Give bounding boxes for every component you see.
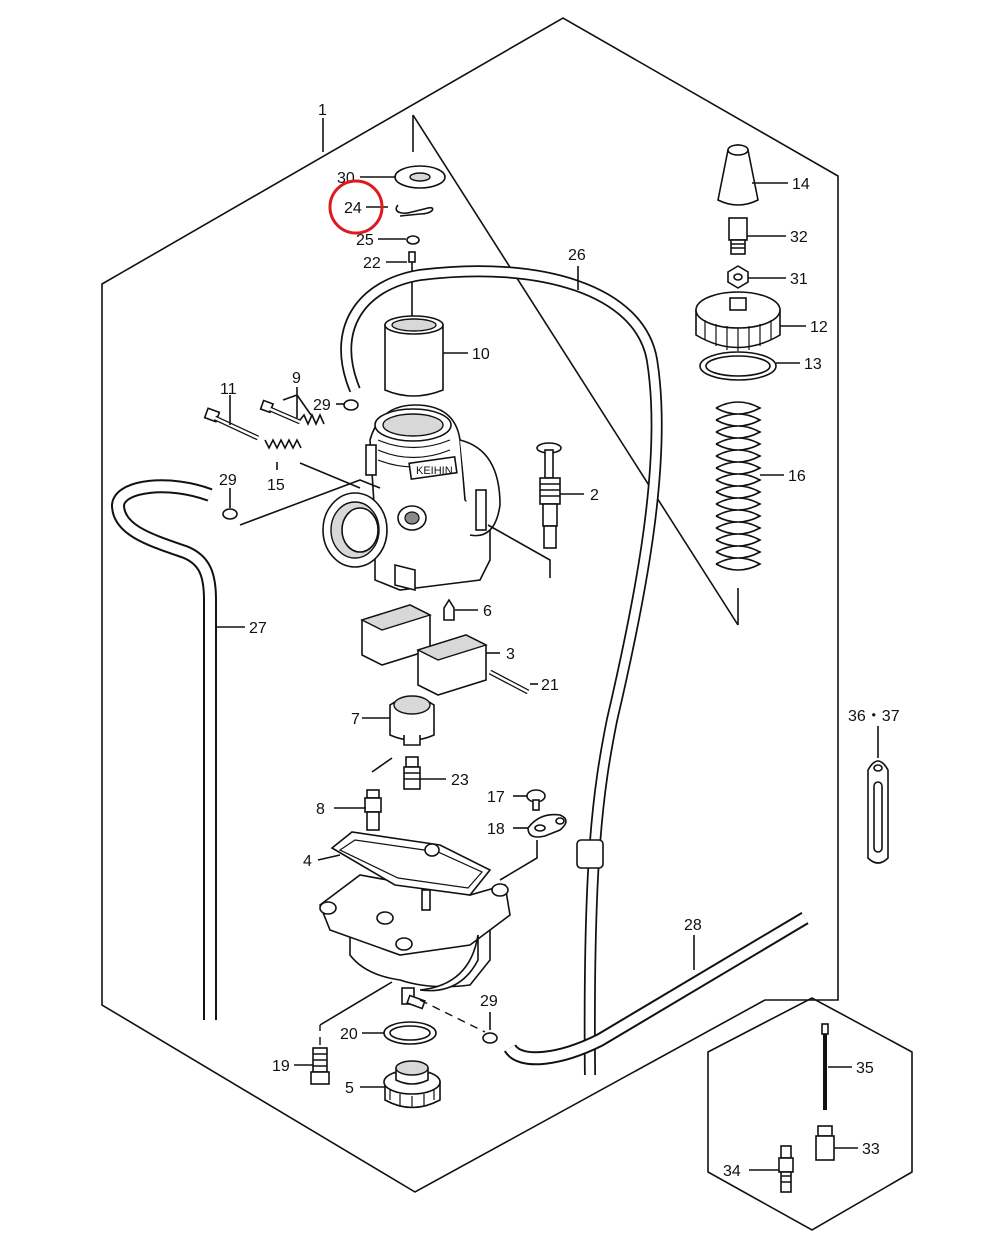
label-13: 13 bbox=[804, 356, 822, 373]
label-33: 33 bbox=[862, 1141, 880, 1158]
label-25: 25 bbox=[356, 232, 374, 249]
label-34: 34 bbox=[723, 1163, 741, 1180]
label-16: 16 bbox=[788, 468, 806, 485]
leader-7-conn bbox=[371, 757, 393, 773]
part-10-throttle-slide bbox=[384, 315, 444, 397]
part-14-cap bbox=[717, 144, 759, 206]
label-11: 11 bbox=[220, 381, 237, 398]
label-7: 7 bbox=[351, 711, 360, 728]
part-18-plate bbox=[527, 813, 567, 838]
part-33-jet bbox=[815, 1125, 835, 1161]
leader-4 bbox=[317, 854, 341, 861]
label-3: 3 bbox=[506, 646, 515, 663]
label-17: 17 bbox=[487, 789, 505, 806]
part-17-screw bbox=[526, 789, 546, 811]
label-6: 6 bbox=[483, 603, 492, 620]
part-21-pin-inner bbox=[489, 670, 529, 694]
carb-brand-text: KEIHIN bbox=[416, 465, 453, 477]
part-30-washer bbox=[394, 165, 446, 189]
part-34-jet bbox=[778, 1145, 794, 1193]
label-10: 10 bbox=[472, 346, 490, 363]
part-29b-clip bbox=[343, 399, 359, 411]
part-6-valve bbox=[443, 598, 455, 621]
part-13-oring bbox=[699, 351, 777, 381]
part-29a-clip bbox=[222, 508, 238, 520]
highlight-circle bbox=[328, 179, 384, 235]
label-27: 27 bbox=[249, 620, 267, 637]
hose-sleeve bbox=[576, 839, 604, 869]
leader-diagonal bbox=[412, 114, 739, 626]
label-29b: 29 bbox=[313, 397, 331, 414]
part-2-adjuster bbox=[536, 442, 562, 549]
label-4: 4 bbox=[303, 853, 312, 870]
part-5-plug bbox=[383, 1060, 441, 1109]
part-8-jet bbox=[364, 789, 382, 831]
label-8: 8 bbox=[316, 801, 325, 818]
label-9: 9 bbox=[292, 370, 301, 387]
label-28: 28 bbox=[684, 917, 702, 934]
part-20-oring bbox=[383, 1021, 437, 1045]
part-35-needle bbox=[821, 1023, 829, 1110]
part-27-hose bbox=[110, 479, 217, 1020]
leader-18-conn bbox=[499, 840, 538, 881]
label-36-37: 36・37 bbox=[848, 708, 900, 725]
drain-pipe bbox=[406, 994, 426, 1010]
part-9-screw bbox=[259, 399, 325, 426]
part-27-hose-inner bbox=[112, 481, 215, 1020]
label-12: 12 bbox=[810, 319, 828, 336]
part-19-screw bbox=[310, 1047, 330, 1085]
part-12-top-cap bbox=[695, 291, 781, 351]
label-32: 32 bbox=[790, 229, 808, 246]
leader-9b bbox=[282, 394, 298, 401]
label-29c: 29 bbox=[480, 993, 498, 1010]
part-25-eclip bbox=[406, 235, 420, 245]
part-11-screw bbox=[203, 407, 260, 441]
leader-29a-conn bbox=[239, 479, 381, 526]
label-2: 2 bbox=[590, 487, 599, 504]
label-23: 23 bbox=[451, 772, 469, 789]
part-28-hose-inner bbox=[505, 913, 808, 1064]
label-21: 21 bbox=[541, 677, 559, 694]
label-19: 19 bbox=[272, 1058, 290, 1075]
label-22: 22 bbox=[363, 255, 381, 272]
part-31-nut bbox=[727, 265, 749, 289]
label-31: 31 bbox=[790, 271, 808, 288]
part-36-37-bracket bbox=[867, 760, 889, 864]
label-24: 24 bbox=[344, 200, 362, 217]
part-23-jet bbox=[403, 756, 421, 790]
part-3-floats bbox=[360, 604, 488, 696]
carburetor-body: KEIHIN bbox=[322, 404, 501, 592]
label-20: 20 bbox=[340, 1026, 358, 1043]
label-5: 5 bbox=[345, 1080, 354, 1097]
part-24-clip bbox=[395, 204, 434, 217]
label-26: 26 bbox=[568, 247, 586, 264]
part-32-adjuster bbox=[728, 217, 748, 255]
part-29c-clip bbox=[482, 1032, 498, 1044]
label-29a: 29 bbox=[219, 472, 237, 489]
inset-frame bbox=[707, 997, 913, 1231]
leader-screw-conn bbox=[299, 462, 361, 489]
assembly-frame bbox=[101, 17, 839, 1193]
label-1: 1 bbox=[318, 102, 327, 119]
leader-19-conn bbox=[319, 981, 393, 1026]
part-16-spring bbox=[715, 401, 762, 571]
leader-9c bbox=[296, 394, 312, 416]
label-18: 18 bbox=[487, 821, 505, 838]
part-15-spring bbox=[264, 438, 302, 450]
label-14: 14 bbox=[792, 176, 810, 193]
leader-29c-dash bbox=[419, 999, 486, 1033]
part-26-hose-inner bbox=[342, 266, 661, 1076]
label-15: 15 bbox=[267, 477, 285, 494]
leader-2-conn bbox=[487, 524, 551, 578]
part-4-float-bowl bbox=[319, 831, 511, 992]
label-35: 35 bbox=[856, 1060, 874, 1077]
part-7-holder bbox=[389, 695, 435, 746]
